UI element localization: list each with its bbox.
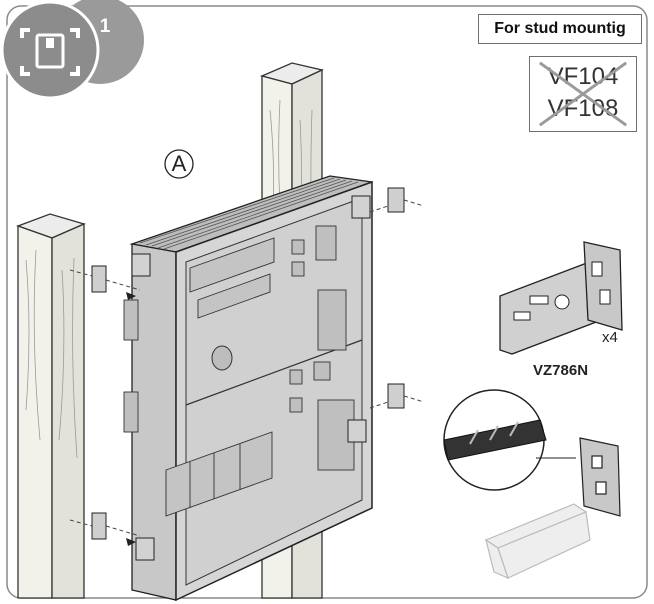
- step-number: 1: [99, 16, 111, 37]
- flush-box: [123, 175, 373, 602]
- stud-brackets: [69, 187, 425, 546]
- part-quantity: x4: [602, 329, 618, 346]
- part-code: VZ786N: [533, 362, 589, 379]
- callout-label: A: [171, 151, 187, 176]
- cut-bracket-piece: [579, 437, 621, 517]
- model-label-vf108: VF108: [547, 95, 619, 122]
- callout-circle-icon: [164, 149, 194, 179]
- callout-a: A: [163, 148, 195, 180]
- step-badge: [0, 0, 144, 100]
- wooden-stud-front: [16, 213, 86, 599]
- discarded-plate: [484, 503, 591, 580]
- cutting-detail: [443, 389, 621, 580]
- page-title: For stud mountig: [478, 14, 642, 44]
- wall-mount-icon: [20, 28, 80, 76]
- excluded-models-box: VF104 VF108: [529, 56, 637, 132]
- vz786n-bracket: [499, 241, 623, 355]
- cross-out-icon: [538, 61, 628, 127]
